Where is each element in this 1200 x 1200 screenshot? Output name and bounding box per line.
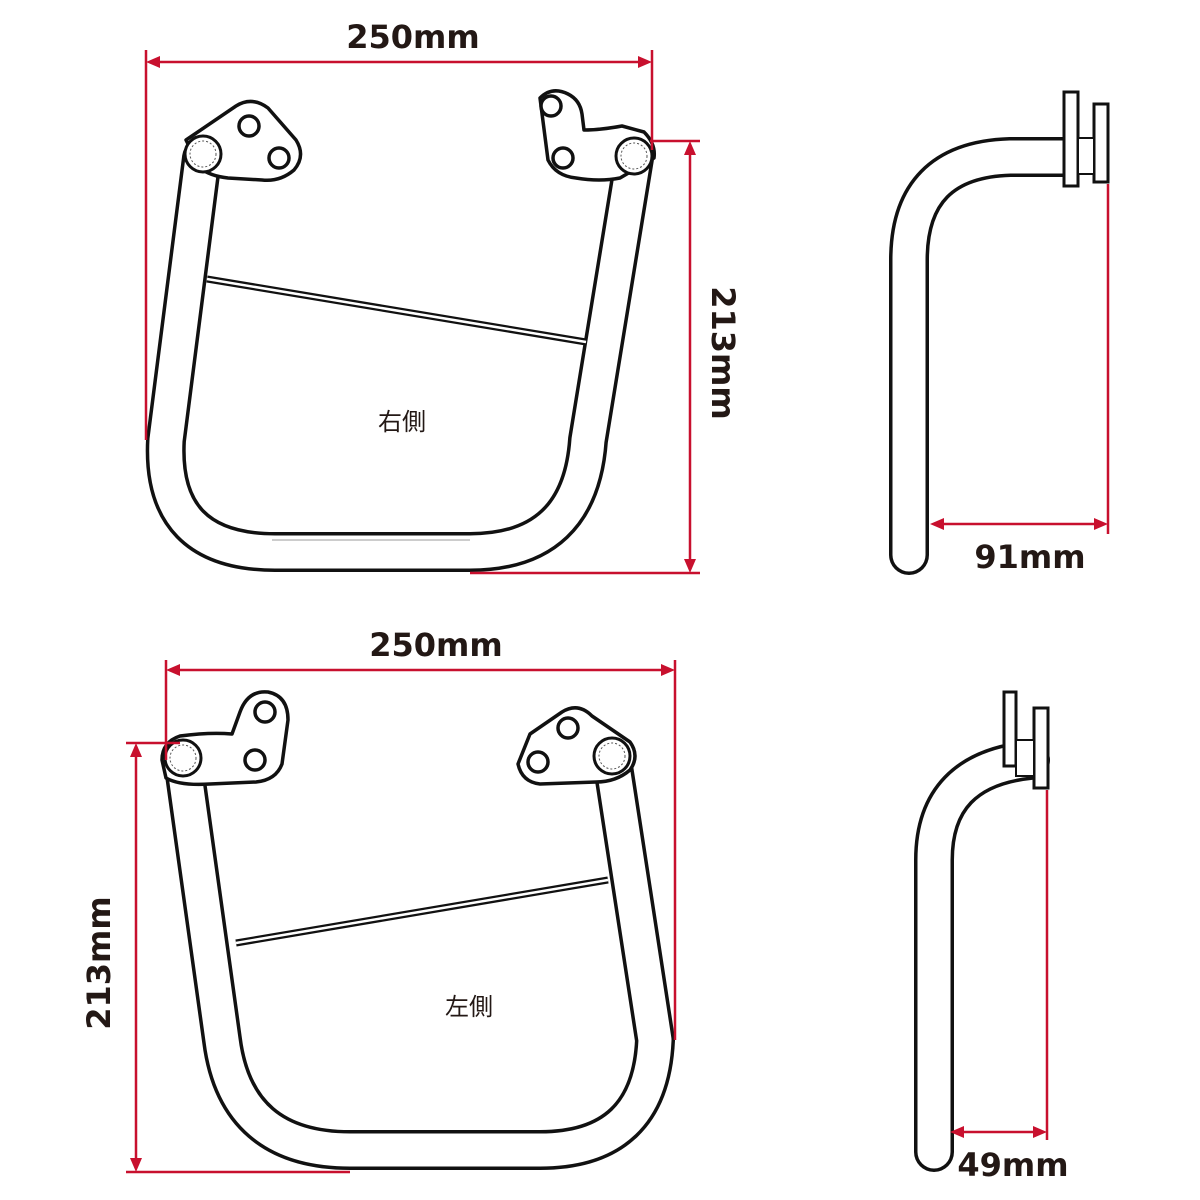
- left-side-profile-view: 49mm: [914, 690, 1069, 1184]
- left-side-profile-flange-1: [1002, 690, 1018, 768]
- right-side-u-tube: [145, 138, 654, 572]
- right-side-label: 右側: [378, 408, 426, 436]
- right-side-depth-label: 91mm: [974, 538, 1085, 576]
- right-side-profile-flange-2: [1092, 102, 1110, 184]
- left-side-cross-bar: [235, 876, 609, 947]
- left-side-profile-flange-2: [1032, 706, 1050, 790]
- right-side-width-label: 250mm: [346, 18, 479, 56]
- left-side-u-tube: [163, 740, 675, 1170]
- left-side-width-dimension: 250mm: [164, 626, 677, 1040]
- left-side-width-label: 250mm: [369, 626, 502, 664]
- right-side-front-view: 右側 250mm 213mm: [144, 18, 742, 575]
- left-side-height-label: 213mm: [80, 896, 118, 1029]
- right-side-height-label: 213mm: [704, 286, 742, 419]
- left-side-height-dimension: 213mm: [80, 741, 350, 1174]
- left-side-mount-plate-right: [516, 706, 637, 786]
- right-side-mount-plate-left: [183, 99, 303, 183]
- right-side-depth-dimension: 91mm: [930, 184, 1110, 576]
- right-side-width-dimension: 250mm: [144, 18, 654, 440]
- right-side-height-dimension: 213mm: [470, 139, 742, 575]
- left-side-front-view: 左側 250mm 213mm: [80, 626, 677, 1174]
- right-side-profile-flange-1: [1062, 90, 1080, 188]
- left-side-depth-label: 49mm: [957, 1146, 1068, 1184]
- right-side-cross-bar: [206, 275, 587, 346]
- left-side-mount-plate-left: [160, 690, 290, 787]
- right-side-mount-plate-right: [538, 89, 657, 182]
- right-side-profile-view: 91mm: [889, 90, 1110, 576]
- left-side-depth-dimension: 49mm: [950, 790, 1069, 1184]
- left-side-label: 左側: [445, 993, 493, 1021]
